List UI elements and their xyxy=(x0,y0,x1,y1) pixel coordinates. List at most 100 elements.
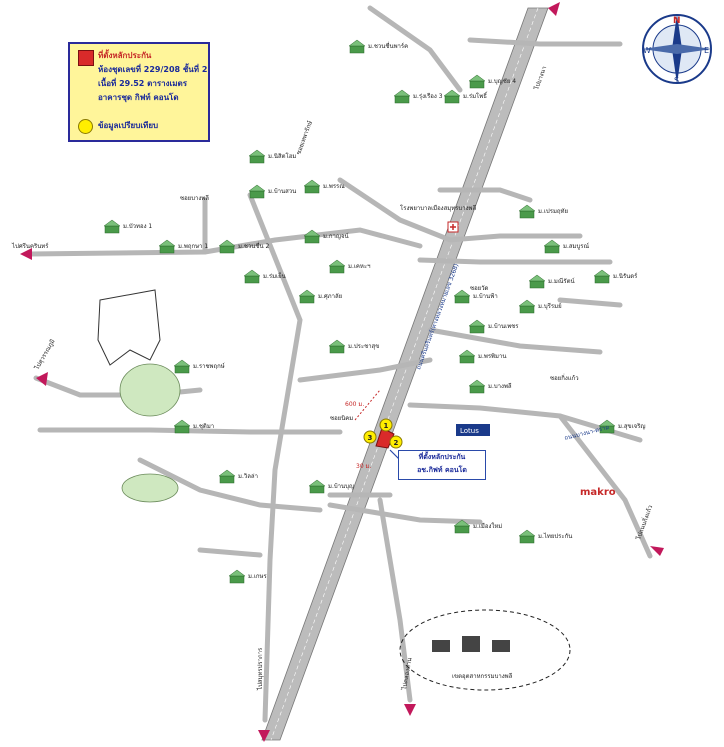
village-label: ม.บัวทอง 1 xyxy=(123,223,152,230)
soi-labels: ซอยเทพารักษ์ซอยบางพลีซอยวัดซอยกิ่งแก้วซอ… xyxy=(180,120,579,422)
main-highway xyxy=(261,7,549,741)
village-icon xyxy=(348,39,366,54)
comparable-markers: 1 2 3 xyxy=(363,418,403,449)
village-label: ม.ชวนชื่น 2 xyxy=(238,242,269,250)
village-label: ม.บ้านสวน xyxy=(268,188,296,195)
to-nongchok-label: ไปสุวรรณภูมิ xyxy=(32,338,56,372)
village-label: ม.เปรมฤทัย xyxy=(538,208,568,215)
to-south-label: ไปสมุทรปราการ xyxy=(256,647,264,691)
to-west-label: ไปศรีนครินทร์ xyxy=(11,242,49,250)
soi-label: ซอยเทพารักษ์ xyxy=(294,120,314,156)
village-icon xyxy=(248,184,266,199)
subject-swatch xyxy=(78,50,94,66)
village-icon xyxy=(518,204,536,219)
village-label: ม.ไทยประกัน xyxy=(538,532,572,540)
soi-label: ซอยนิคม xyxy=(330,415,353,422)
village-icon xyxy=(393,89,411,104)
village-icon xyxy=(468,379,486,394)
village-label: ม.ชุติมา xyxy=(193,423,214,430)
soi-label: ซอยบางพลี xyxy=(180,194,209,202)
village-icon xyxy=(528,274,546,289)
village-label: ม.ราชพฤกษ์ xyxy=(193,362,225,370)
village-label: ม.สมบูรณ์ xyxy=(563,242,590,250)
village-label: ม.บ้านฟ้า xyxy=(473,293,498,300)
village-label: ม.บุญชัย 4 xyxy=(488,78,516,85)
estate-outline xyxy=(97,289,181,503)
legend-subject-line1: ห้องชุดเลขที่ 229/208 ชั้นที่ 2 xyxy=(98,65,208,74)
village-label: ม.พรรณ xyxy=(323,183,345,190)
to-songkhlong-label: ไปคลองด่าน xyxy=(400,657,414,691)
compass-rose: N S E W xyxy=(642,14,712,85)
comparable-swatch xyxy=(78,119,93,134)
village-icon xyxy=(303,229,321,244)
comparable-dot xyxy=(389,435,403,449)
legend-subject-line3: อาคารชุด กิฟท์ คอนโด xyxy=(98,93,179,102)
village-label: ม.เกษร xyxy=(248,573,268,580)
village-label: ม.ชวนชื่นพาร์ค xyxy=(368,42,408,50)
village-icon xyxy=(308,479,326,494)
comparable-number: 3 xyxy=(368,434,373,442)
comparable-dot xyxy=(379,418,393,432)
village-label: ม.นิสิตโฮม xyxy=(268,152,296,160)
village-icon xyxy=(518,529,536,544)
distance-600: 600 ม. xyxy=(345,401,364,408)
lotus-label: Lotus xyxy=(460,427,479,435)
legend-subject-title: ที่ตั้งหลักประกัน xyxy=(98,51,152,60)
village-icon xyxy=(103,219,121,234)
village-icon xyxy=(328,339,346,354)
village-icon xyxy=(243,269,261,284)
village-label: ม.นิรันดร์ xyxy=(613,272,638,280)
village-icon xyxy=(453,289,471,304)
village-icon xyxy=(298,289,316,304)
village-label: ม.ประชาสุข xyxy=(348,343,379,350)
village-icon xyxy=(303,179,321,194)
map-legend: ที่ตั้งหลักประกัน ห้องชุดเลขที่ 229/208 … xyxy=(68,42,210,142)
distance-markers: 600 ม. 30 ม. xyxy=(345,389,381,470)
compass-e: E xyxy=(704,46,709,55)
village-icons xyxy=(103,39,616,584)
village-label: ม.สุขเจริญ xyxy=(618,423,646,430)
village-label: ม.มณีรัตน์ xyxy=(548,277,575,285)
legend-subject-line2: เนื้อที่ 29.52 ตารางเมตร xyxy=(98,79,188,88)
soi-label: ซอยวัด xyxy=(470,285,489,292)
village-icon xyxy=(443,89,461,104)
compass-n: N xyxy=(673,16,681,26)
village-icon xyxy=(543,239,561,254)
village-icon xyxy=(598,419,616,434)
industrial-zone: เขตอุตสาหกรรมบางพลี xyxy=(399,609,571,691)
village-label: ม.เคหะฯ xyxy=(348,263,370,270)
to-bangna-label: ไปบางนา xyxy=(532,65,548,92)
village-label: ม.บุรีรมย์ xyxy=(538,302,562,310)
village-icon xyxy=(218,469,236,484)
village-icon xyxy=(173,359,191,374)
village-icon xyxy=(468,74,486,89)
village-label: ม.พรพิมาน xyxy=(478,353,506,360)
comparable-number: 1 xyxy=(384,422,389,430)
village-label: ม.เมืองใหม่ xyxy=(473,522,502,530)
callout-line2: อช.กิฟท์ คอนโด xyxy=(417,466,467,474)
comparable-number: 2 xyxy=(394,439,399,447)
village-label: ม.พฤกษา 1 xyxy=(178,243,208,250)
village-label: ม.รุ่งเรือง 3 xyxy=(413,92,443,100)
compass-w: W xyxy=(643,46,651,55)
subject-callout: ที่ตั้งหลักประกัน อช.กิฟท์ คอนโด xyxy=(398,450,486,480)
village-icon xyxy=(228,569,246,584)
industrial-label: เขตอุตสาหกรรมบางพลี xyxy=(452,672,513,680)
village-label: ม.กาญจน์ xyxy=(323,232,349,240)
makro-label: makro xyxy=(580,487,616,498)
legend-comparable-label: ข้อมูลเปรียบเทียบ xyxy=(98,121,159,130)
village-icon xyxy=(218,239,236,254)
village-label: ม.วิลล่า xyxy=(238,473,258,480)
hospital-label: โรงพยาบาลเมืองสมุทรบางพลี xyxy=(400,204,476,212)
village-label: ม.บางพลี xyxy=(488,382,512,390)
village-label: ม.ศุภาลัย xyxy=(318,293,342,300)
direction-arrows xyxy=(20,2,664,742)
comparable-dot xyxy=(363,430,377,444)
distance-30: 30 ม. xyxy=(356,463,371,470)
village-label: ม.บ้านเพชร xyxy=(488,323,519,330)
village-icon xyxy=(458,349,476,364)
compass-s: S xyxy=(674,76,679,85)
village-icon xyxy=(593,269,611,284)
village-label: ม.บ้านบุญ xyxy=(328,483,354,490)
